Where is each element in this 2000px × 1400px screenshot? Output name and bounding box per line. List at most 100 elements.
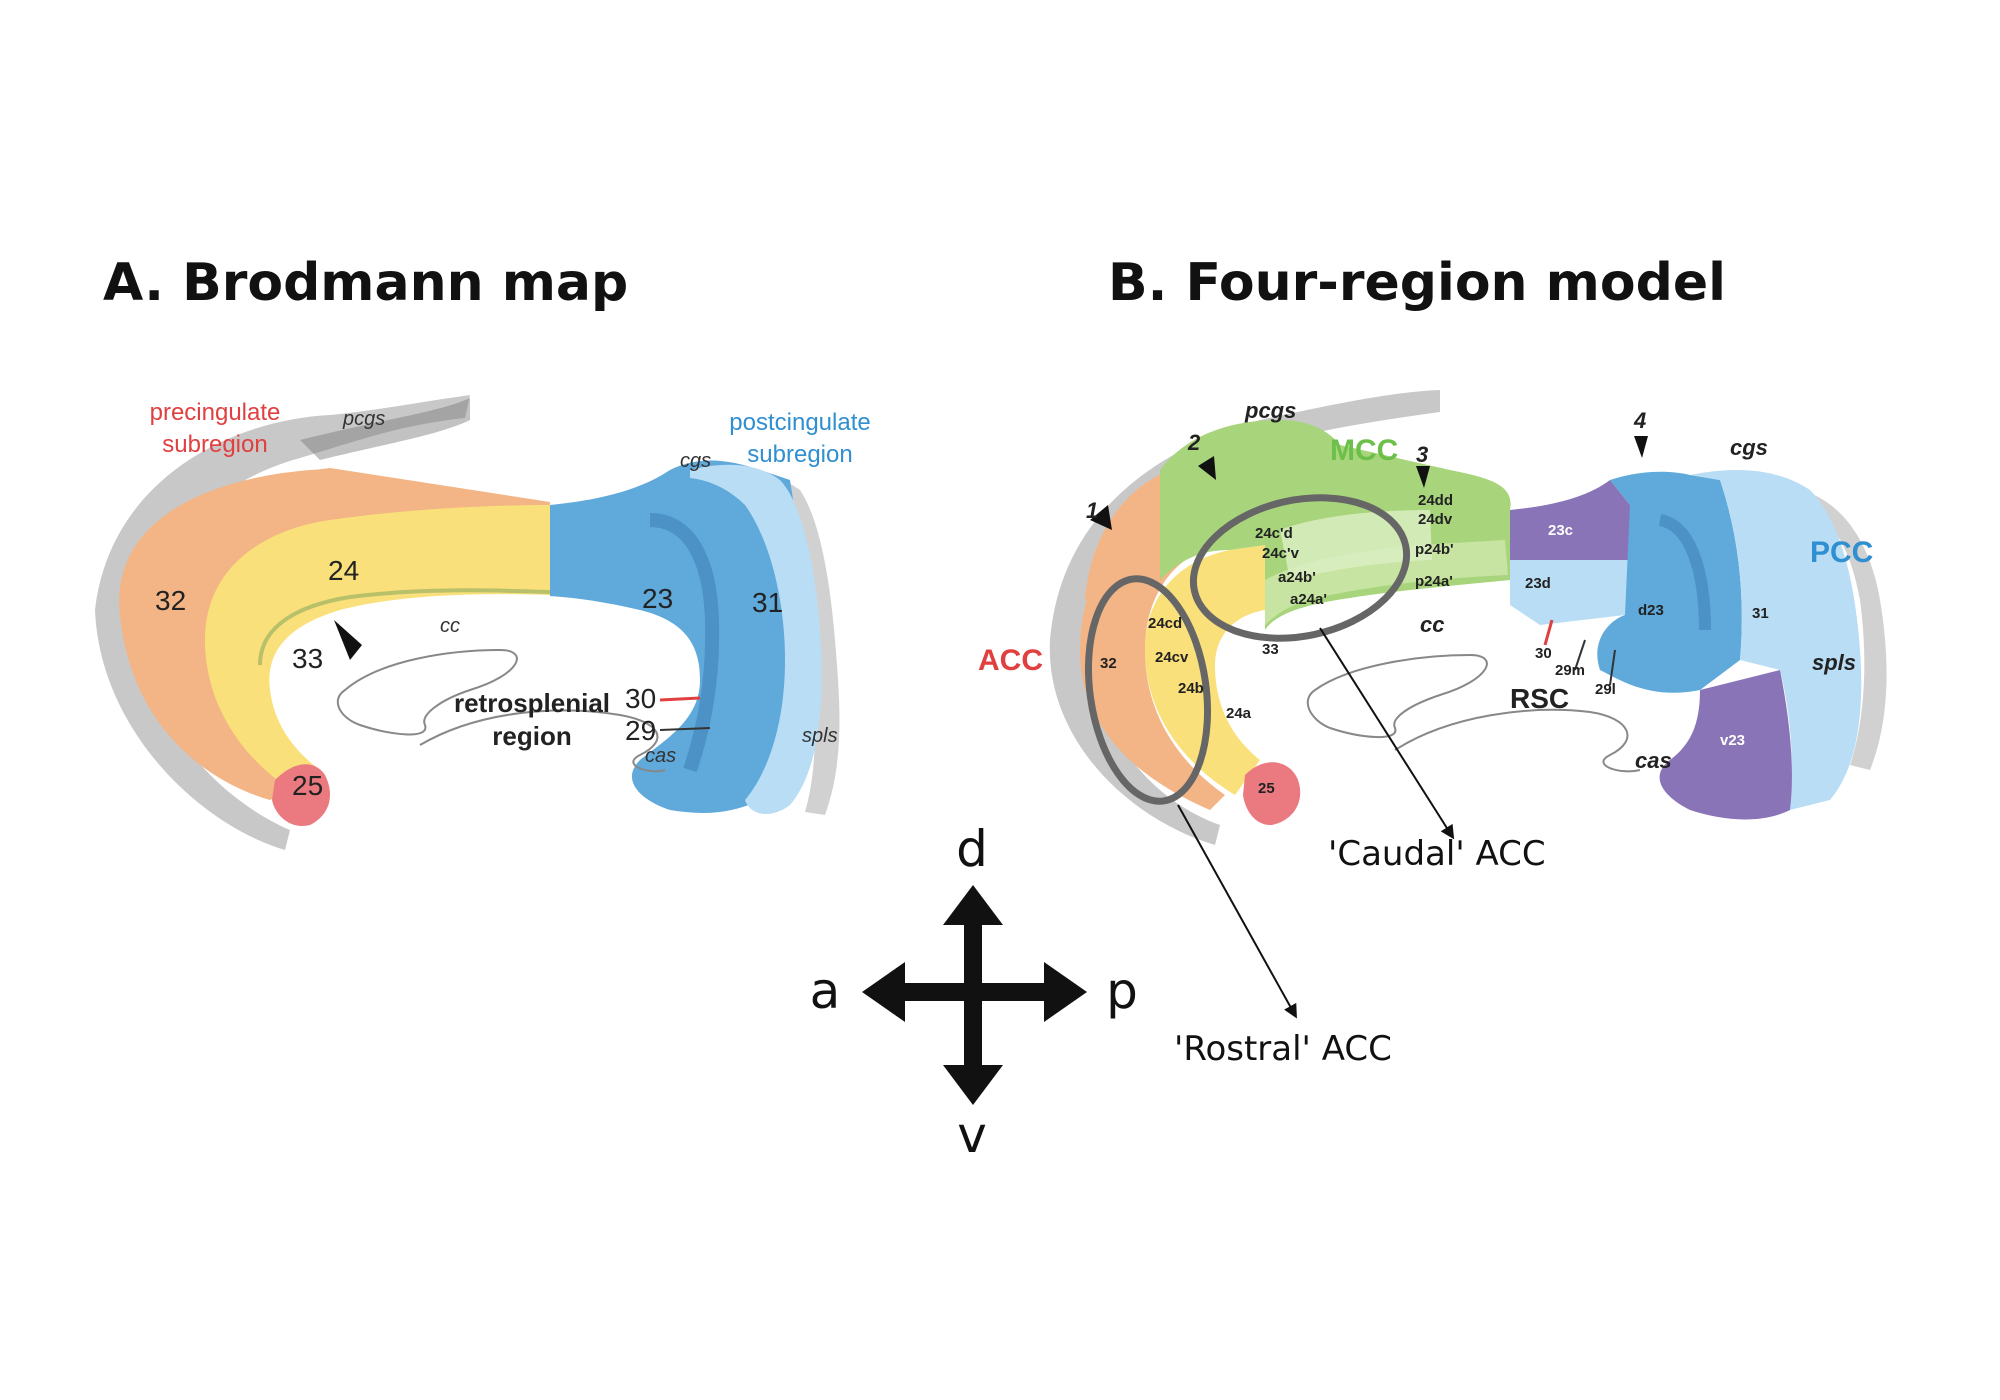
area-32-label: 32	[155, 585, 186, 616]
panel-b-title: B. Four-region model	[1108, 253, 1726, 313]
area-23-label: 23	[642, 583, 673, 614]
area-d23-label: d23	[1638, 602, 1664, 619]
rsc-29m-marker	[1574, 639, 1586, 671]
area-24dd-label: 24dd	[1418, 492, 1453, 509]
compass-horizontal-bar	[900, 983, 1050, 1001]
panel-a-cc-label: cc	[440, 615, 460, 637]
marker-1-label: 1	[1086, 498, 1098, 523]
marker-4-label: 4	[1633, 408, 1646, 433]
postcingulate-label-line2: subregion	[747, 441, 852, 468]
retrosplenial-label-line1: retrosplenial	[454, 688, 610, 718]
area-24-label: 24	[328, 555, 359, 586]
orientation-compass	[862, 885, 1087, 1105]
area-23d-label: 23d	[1525, 575, 1551, 592]
retrosplenial-label-line2: region	[492, 721, 571, 751]
panel-b-cc-outline	[1306, 653, 1488, 738]
panel-b-spls-label: spls	[1812, 650, 1856, 675]
area-31-label: 31	[752, 587, 783, 618]
marker-3-label: 3	[1416, 442, 1428, 467]
rsc-area-30-label: 30	[1535, 645, 1552, 662]
area-24cpd-label: 24c'd	[1255, 525, 1293, 542]
marker-1-arrowhead	[1090, 505, 1112, 530]
area-29-label: 29	[625, 715, 656, 746]
panel-b-cas-label: cas	[1635, 748, 1672, 773]
marker-2-label: 2	[1187, 430, 1201, 455]
marker-3-arrowhead	[1416, 466, 1430, 488]
pcc-label: PCC	[1810, 536, 1873, 569]
area-23c-label: 23c	[1548, 522, 1573, 539]
rsc-label: RSC	[1510, 683, 1569, 714]
area-a24b-label: a24b'	[1278, 569, 1316, 586]
panel-a-title: A. Brodmann map	[103, 253, 628, 313]
panel-a-arrowhead-marker	[334, 620, 362, 660]
compass-posterior-label: p	[1106, 962, 1138, 1020]
rostral-acc-ellipse	[1084, 575, 1212, 805]
area-33-label: 33	[292, 643, 323, 674]
panel-a-spls-label: spls	[802, 725, 838, 747]
panel-a-cgs-label: cgs	[680, 450, 711, 472]
rsc-30-marker	[1543, 619, 1554, 646]
area-32-region	[140, 468, 550, 800]
marker-2-arrowhead	[1198, 456, 1216, 480]
area-30-label: 30	[625, 683, 656, 714]
area-24cpv-label: 24c'v	[1262, 545, 1300, 562]
panel-b-cortex-halo-right	[1800, 490, 1887, 770]
area-v23-label: v23	[1720, 732, 1745, 749]
panel-a-diagram	[95, 395, 840, 850]
pcc-v23-region	[1659, 670, 1792, 820]
pcc-d23-region	[1597, 471, 1742, 693]
panel-a-cortex-halo-top	[300, 398, 470, 460]
panel-b-area-32-label: 32	[1100, 655, 1117, 672]
area-32-outer	[119, 469, 380, 800]
mcc-top-bulge	[1160, 420, 1350, 470]
compass-dorsal-label: d	[956, 820, 988, 878]
area-25-region	[272, 764, 330, 826]
acc-area-25-region	[1243, 762, 1301, 826]
area-24-region	[205, 505, 550, 795]
area-24dv-label: 24dv	[1418, 511, 1453, 528]
acc-area-32-region	[1080, 499, 1255, 810]
panel-b-diagram	[1049, 390, 1887, 1019]
area-24cd-label: 24cd	[1148, 615, 1182, 632]
compass-anterior-label: a	[810, 962, 841, 1020]
area-30-marker-line	[659, 696, 701, 702]
panel-b-cgs-label: cgs	[1730, 435, 1768, 460]
panel-b-pcgs-label: pcgs	[1244, 398, 1296, 423]
area-a24a-label: a24a'	[1290, 591, 1327, 608]
pcc-area-23c-region	[1510, 480, 1630, 560]
postcingulate-label-line1: postcingulate	[729, 409, 870, 436]
area-p24b-label: p24b'	[1415, 541, 1454, 558]
panel-a-cc-outline	[336, 648, 518, 736]
marker-4-arrowhead	[1634, 436, 1648, 458]
panel-a-fornix-outline	[419, 709, 666, 773]
panel-a-cas-label: cas	[645, 745, 676, 767]
panel-b-area-33-label: 33	[1262, 641, 1279, 658]
area-29-marker-line	[659, 727, 711, 731]
area-25-label: 25	[292, 770, 323, 801]
panel-b-fornix-outline	[1394, 708, 1641, 773]
rsc-29l-marker	[1609, 649, 1616, 686]
panel-b-cc-label: cc	[1420, 612, 1444, 637]
compass-up-arrowhead	[943, 885, 1003, 925]
pcc-dark-groove	[1658, 514, 1711, 631]
area-31-region	[690, 464, 822, 815]
panel-b-area-25-label: 25	[1258, 780, 1275, 797]
rostral-acc-callout: 'Rostral' ACC	[1174, 1029, 1392, 1069]
mcc-label: MCC	[1330, 434, 1398, 467]
area-23-dark-groove	[649, 513, 720, 773]
area-24-inner-stroke	[258, 588, 551, 666]
rsc-area-29m-label: 29m	[1555, 662, 1585, 679]
precingulate-label-line2: subregion	[162, 431, 267, 458]
area-24cv-label: 24cv	[1155, 649, 1189, 666]
area-24b-label: 24b	[1178, 680, 1204, 697]
compass-ventral-label: v	[957, 1106, 987, 1164]
area-p24a-label: p24a'	[1415, 573, 1453, 590]
pcc-area-31-region	[1690, 470, 1862, 810]
caudal-acc-ellipse	[1189, 494, 1411, 642]
area-23-region	[550, 460, 805, 813]
compass-left-arrowhead	[862, 962, 905, 1022]
caudal-callout-arrow	[1319, 627, 1455, 840]
caudal-acc-callout: 'Caudal' ACC	[1328, 834, 1546, 874]
compass-down-arrowhead	[943, 1065, 1003, 1105]
